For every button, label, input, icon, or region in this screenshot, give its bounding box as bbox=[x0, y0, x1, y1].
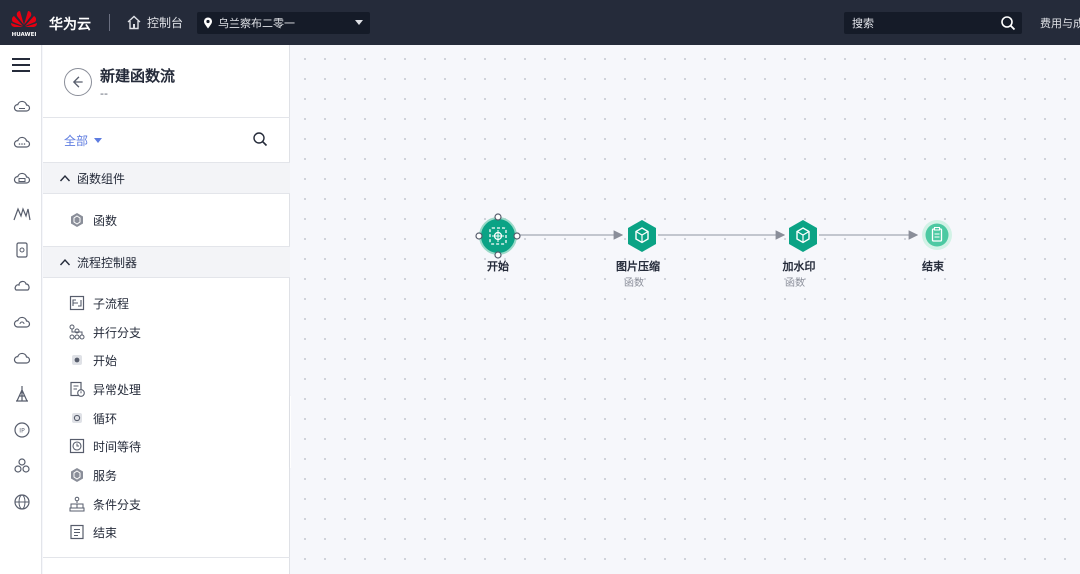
component-label: 循环 bbox=[93, 411, 118, 426]
flow-node-end[interactable] bbox=[921, 219, 953, 254]
cloud-chat-icon[interactable] bbox=[13, 133, 31, 151]
end-icon bbox=[70, 524, 84, 540]
search-input[interactable] bbox=[844, 12, 994, 34]
search-icon[interactable] bbox=[252, 131, 268, 147]
function-cube-icon bbox=[789, 220, 817, 252]
loop-icon bbox=[72, 413, 82, 423]
console-label: 控制台 bbox=[147, 16, 184, 30]
region-label: 乌兰察布二零一 bbox=[218, 17, 295, 30]
component-label: 子流程 bbox=[93, 296, 130, 311]
component-label: 并行分支 bbox=[93, 325, 142, 340]
page-subtitle: -- bbox=[100, 87, 108, 100]
back-arrow-icon[interactable] bbox=[64, 68, 92, 96]
end-node-icon bbox=[922, 220, 952, 250]
cloud-sync-icon[interactable] bbox=[13, 313, 31, 331]
huawei-logo[interactable]: HUAWEI bbox=[10, 8, 38, 38]
chevron-up-icon bbox=[59, 258, 71, 266]
component-exception[interactable]: 异常处理 bbox=[69, 380, 141, 398]
globe-icon[interactable] bbox=[13, 493, 31, 511]
component-label: 函数 bbox=[93, 213, 118, 228]
node-label: 图片压缩 bbox=[616, 260, 660, 273]
svg-text:HUAWEI: HUAWEI bbox=[12, 32, 37, 38]
condition-branch-icon bbox=[69, 496, 85, 512]
component-condition-branch[interactable]: 条件分支 bbox=[69, 495, 141, 513]
search-icon[interactable] bbox=[1000, 15, 1016, 31]
node-label: 加水印 bbox=[782, 260, 816, 273]
component-label: 条件分支 bbox=[93, 497, 142, 512]
service-rail: IP bbox=[0, 45, 42, 574]
divider bbox=[109, 14, 110, 31]
group-flow-controllers[interactable]: 流程控制器 bbox=[43, 246, 290, 278]
menu-icon[interactable] bbox=[11, 57, 31, 73]
component-parallel-branch[interactable]: 并行分支 bbox=[69, 323, 141, 341]
tower-icon[interactable] bbox=[13, 385, 31, 403]
cloud-outline-icon[interactable] bbox=[13, 349, 31, 367]
filter-label: 全部 bbox=[64, 134, 89, 148]
component-wait[interactable]: 时间等待 bbox=[69, 437, 141, 455]
flow-node-start[interactable] bbox=[475, 213, 521, 262]
home-icon bbox=[127, 15, 141, 30]
parallel-branch-icon bbox=[69, 324, 85, 340]
phone-icon[interactable] bbox=[13, 241, 31, 259]
top-bar: HUAWEI 华为云 控制台 乌兰察布二零一 费用与成 bbox=[0, 0, 1080, 45]
flow-edges bbox=[518, 230, 919, 240]
start-node-icon bbox=[475, 213, 521, 259]
group-function-components[interactable]: 函数组件 bbox=[43, 162, 290, 194]
console-link[interactable]: 控制台 bbox=[126, 14, 183, 31]
cloud-icon[interactable] bbox=[13, 97, 31, 115]
component-panel: 新建函数流 -- 全部 函数组件 函数 流程控制器 子流程 并行分支 开始 异常… bbox=[43, 45, 290, 574]
clock-icon bbox=[69, 438, 85, 454]
caret-down-icon bbox=[94, 138, 103, 143]
function-cube-icon bbox=[71, 213, 83, 227]
group-label: 函数组件 bbox=[77, 171, 126, 186]
page-title: 新建函数流 bbox=[100, 67, 176, 85]
billing-link[interactable]: 费用与成 bbox=[1040, 17, 1080, 30]
node-label: 结束 bbox=[922, 260, 944, 273]
node-type-label: 函数 bbox=[624, 278, 644, 289]
svg-text:IP: IP bbox=[19, 428, 25, 435]
function-cube-icon bbox=[628, 220, 656, 252]
component-end[interactable]: 结束 bbox=[69, 523, 117, 541]
component-label: 结束 bbox=[93, 525, 118, 540]
node-type-label: 函数 bbox=[785, 278, 805, 289]
mountain-icon[interactable] bbox=[13, 205, 31, 223]
category-filter[interactable]: 全部 bbox=[64, 132, 103, 149]
subflow-icon bbox=[69, 295, 85, 311]
start-icon bbox=[72, 355, 82, 365]
chevron-down-icon bbox=[355, 20, 363, 25]
divider bbox=[43, 117, 290, 118]
cloud-server-icon[interactable] bbox=[13, 169, 31, 187]
ip-icon[interactable]: IP bbox=[13, 421, 31, 439]
component-start[interactable]: 开始 bbox=[69, 351, 117, 369]
component-label: 服务 bbox=[93, 468, 118, 483]
component-loop[interactable]: 循环 bbox=[69, 409, 117, 427]
component-function[interactable]: 函数 bbox=[69, 211, 117, 229]
node-label: 开始 bbox=[487, 260, 509, 273]
exception-icon bbox=[70, 381, 85, 397]
flow-canvas[interactable]: 开始 图片压缩 函数 加水印 函数 结束 bbox=[291, 45, 1080, 574]
flow-node-image-compress[interactable] bbox=[626, 219, 658, 256]
brand-name[interactable]: 华为云 bbox=[49, 17, 91, 33]
service-icon bbox=[71, 468, 83, 482]
component-label: 时间等待 bbox=[93, 439, 142, 454]
group-label: 流程控制器 bbox=[77, 255, 138, 270]
component-service[interactable]: 服务 bbox=[69, 466, 117, 484]
chevron-up-icon bbox=[59, 174, 71, 182]
swirl-cloud-icon[interactable] bbox=[13, 277, 31, 295]
component-label: 开始 bbox=[93, 353, 118, 368]
region-selector[interactable]: 乌兰察布二零一 bbox=[197, 12, 370, 34]
location-pin-icon bbox=[204, 17, 212, 29]
component-label: 异常处理 bbox=[93, 382, 142, 397]
flow-node-watermark[interactable] bbox=[787, 219, 819, 256]
cluster-icon[interactable] bbox=[13, 457, 31, 475]
component-subflow[interactable]: 子流程 bbox=[69, 294, 129, 312]
divider bbox=[43, 557, 290, 558]
global-search bbox=[844, 12, 1022, 34]
